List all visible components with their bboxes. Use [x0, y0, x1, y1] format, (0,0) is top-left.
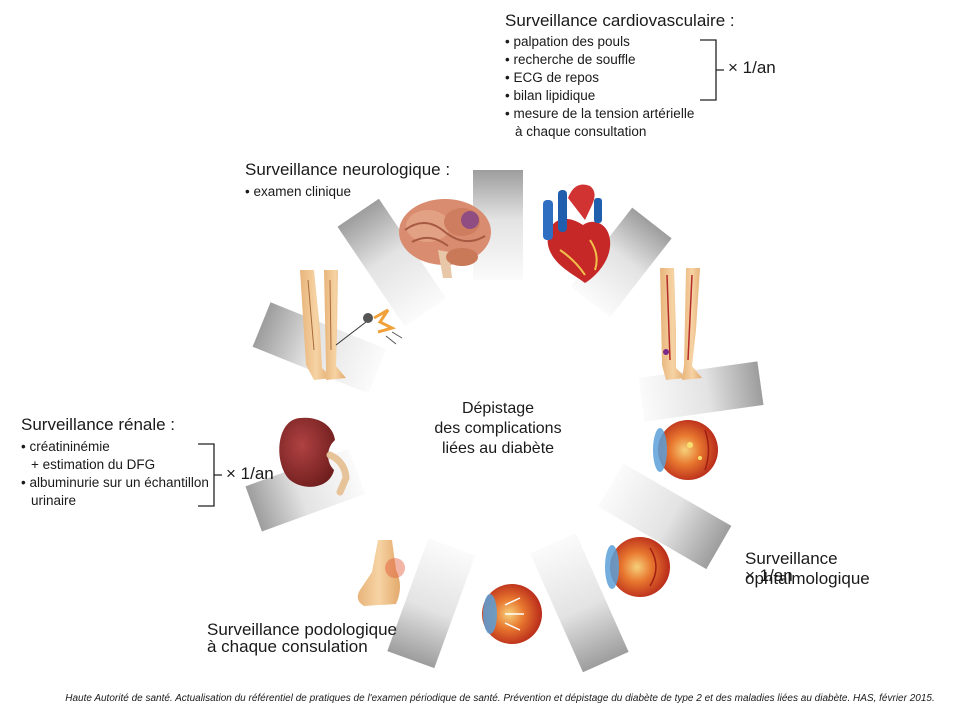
cardio-bracket — [700, 39, 724, 101]
panel-bottom-left — [387, 538, 476, 669]
center-label-line: des complications — [434, 420, 562, 437]
cardio-list: • palpation des pouls • recherche de sou… — [505, 33, 694, 141]
ophtalmo-frequency: × 1/an — [745, 566, 793, 585]
renal-bracket — [198, 443, 222, 507]
panel-right-upper — [638, 361, 764, 422]
renal-list: • créatininémie + estimation du DFG • al… — [21, 438, 209, 510]
neuro-item: • examen clinique — [245, 184, 352, 199]
renal-item: • créatininémie — [21, 439, 110, 454]
source-footnote: Haute Autorité de santé. Actualisation d… — [65, 693, 935, 704]
cardio-title: Surveillance cardiovasculaire : — [505, 11, 735, 30]
panel-top-right — [570, 207, 672, 318]
legs-illustration-left — [300, 270, 403, 380]
panel-right-lower — [598, 463, 732, 570]
legs-illustration-right — [660, 268, 702, 380]
ophtalmo-title: Surveillance ophtalmologique — [745, 549, 870, 588]
renal-frequency: × 1/an — [226, 464, 274, 483]
renal-item: urinaire — [31, 493, 77, 508]
brain-illustration — [399, 199, 491, 278]
heart-illustration — [543, 184, 611, 283]
panel-top-left — [337, 198, 447, 327]
kidney-illustration — [279, 417, 350, 496]
cardio-item: • ECG de repos — [505, 70, 600, 85]
podo-title: Surveillance podologique — [207, 620, 397, 639]
eye-illustration-1 — [653, 420, 718, 480]
center-label: Dépistage des complications liées au dia… — [408, 399, 588, 459]
cardio-item: • bilan lipidique — [505, 88, 596, 103]
center-label-line: liées au diabète — [441, 440, 555, 457]
eye-illustration-2 — [605, 537, 670, 597]
podo-frequency: à chaque consulation — [207, 637, 368, 656]
cardio-item: • palpation des pouls — [505, 34, 630, 49]
neuro-title: Surveillance neurologique : — [245, 160, 451, 179]
cardio-frequency: × 1/an — [728, 58, 776, 77]
eye-illustration-3 — [482, 584, 542, 644]
panel-top — [473, 170, 523, 280]
cardio-item: • mesure de la tension artérielle — [505, 106, 695, 121]
center-label-line: Dépistage — [461, 400, 535, 417]
cardio-item: à chaque consultation — [515, 124, 647, 139]
renal-item: + estimation du DFG — [31, 457, 156, 472]
panel-left-lower — [245, 448, 366, 532]
panel-bottom-right — [530, 533, 629, 673]
renal-title: Surveillance rénale : — [21, 415, 176, 434]
renal-item: • albuminurie sur un échantillon — [21, 475, 209, 490]
foot-illustration — [357, 540, 405, 606]
cardio-item: • recherche de souffle — [505, 52, 636, 67]
